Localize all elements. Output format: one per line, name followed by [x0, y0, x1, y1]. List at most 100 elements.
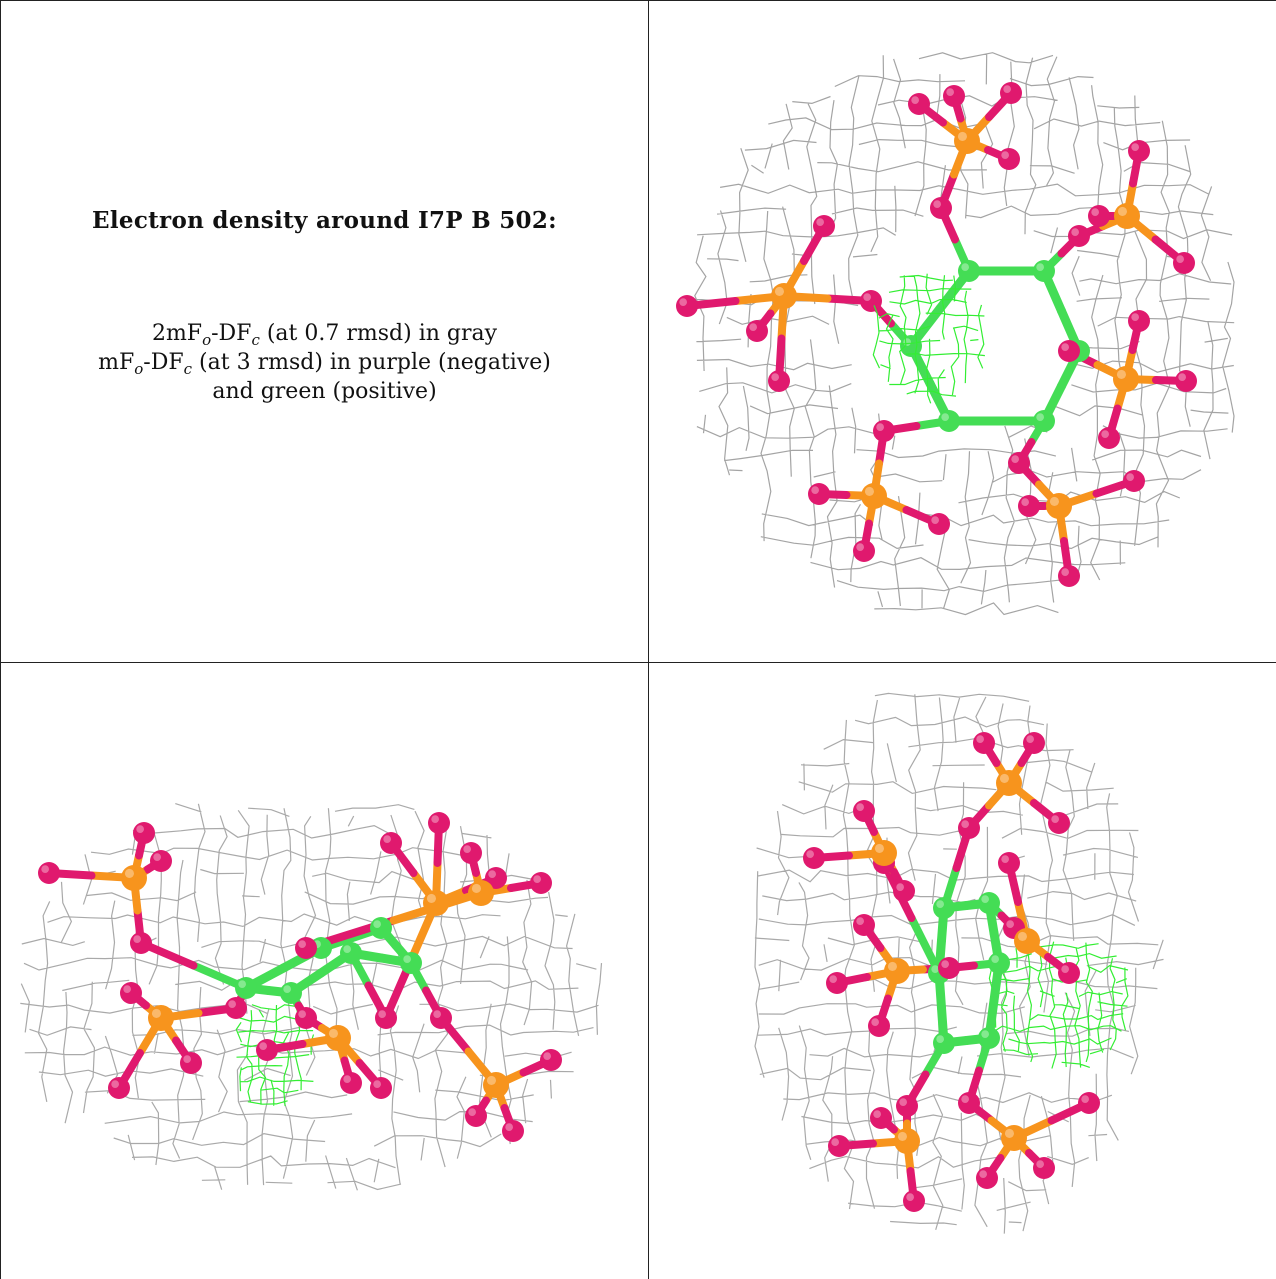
oxygen-atom: [375, 1007, 397, 1029]
carbon-atom: [400, 952, 422, 974]
carbon-atom: [280, 982, 302, 1004]
carbon-atom: [235, 977, 257, 999]
caption-title: Electron density around I7P B 502:: [92, 207, 557, 234]
carbon-atom: [938, 410, 960, 432]
oxygen-atom-highlight: [856, 543, 864, 552]
phosphorus-atom: [1113, 366, 1139, 392]
oxygen-atom: [1018, 495, 1040, 517]
carbon-atom-highlight: [343, 945, 351, 953]
oxygen-atom: [870, 1107, 892, 1129]
oxygen-atom-highlight: [1003, 85, 1011, 93]
oxygen-atom-highlight: [463, 845, 471, 853]
oxygen-atom-highlight: [136, 825, 144, 833]
oxygen-atom-highlight: [1081, 1095, 1089, 1103]
oxygen-atom-highlight: [933, 200, 941, 208]
carbon-atom: [978, 892, 1000, 914]
oxygen-atom-highlight: [1176, 255, 1184, 263]
phosphorus-atom: [954, 128, 980, 154]
oxygen-atom-highlight: [946, 88, 954, 96]
phosphorus-atom: [423, 890, 449, 916]
phosphorus-atom-highlight: [124, 868, 134, 878]
carbon-atom: [1033, 260, 1055, 282]
phosphorus-atom: [121, 865, 147, 891]
oxygen-atom: [813, 215, 835, 237]
oxygen-atom: [896, 1095, 918, 1117]
carbon-atom: [370, 917, 392, 939]
oxygen-atom-highlight: [873, 1110, 881, 1118]
oxygen-atom-highlight: [811, 486, 819, 494]
oxygen-atom-highlight: [1131, 313, 1139, 321]
phosphorus-atom-highlight: [1116, 369, 1126, 380]
oxygen-atom: [295, 937, 317, 959]
phosphorus-atom-highlight: [887, 961, 897, 971]
carbon-atom-highlight: [283, 985, 291, 993]
oxygen-atom-highlight: [1091, 208, 1099, 216]
oxygen-atom: [430, 1007, 452, 1029]
oxygen-atom-highlight: [976, 735, 984, 743]
oxygen-atom-highlight: [1101, 430, 1109, 438]
oxygen-atom: [938, 957, 960, 979]
oxygen-atom-highlight: [1036, 1160, 1044, 1168]
oxygen-atom-highlight: [183, 1055, 191, 1063]
carbon-atom: [958, 260, 980, 282]
phosphorus-atom-highlight: [999, 773, 1009, 783]
oxygen-atom: [225, 997, 247, 1019]
oxygen-atom-highlight: [433, 1010, 441, 1018]
border-middle-horizontal: [0, 662, 1276, 663]
oxygen-atom: [1023, 732, 1045, 754]
oxygen-atom: [1078, 1092, 1100, 1114]
oxygen-atom-highlight: [899, 1098, 907, 1106]
phosphorus-atom: [1046, 493, 1072, 519]
oxygen-atom-highlight: [1071, 228, 1079, 236]
oxygen-atom-highlight: [373, 1080, 381, 1088]
oxygen-atom-highlight: [1126, 473, 1134, 481]
phosphorus-atom: [871, 840, 897, 866]
oxygen-atom-highlight: [1021, 498, 1029, 506]
border-middle-vertical: [648, 0, 649, 1279]
phosphorus-atom-highlight: [957, 131, 967, 141]
oxygen-atom-highlight: [1001, 151, 1009, 159]
oxygen-atom: [1088, 205, 1110, 227]
oxygen-atom: [120, 982, 142, 1004]
oxygen-atom-highlight: [679, 298, 687, 306]
oxygen-atom-highlight: [431, 815, 439, 823]
oxygen-atom: [853, 800, 875, 822]
oxygen-atom: [150, 850, 172, 872]
oxygen-atom-highlight: [896, 883, 904, 891]
oxygen-atom: [38, 862, 60, 884]
oxygen-atom-highlight: [543, 1052, 552, 1060]
oxygen-atom: [903, 1190, 925, 1212]
oxygen-atom-highlight: [961, 1095, 969, 1103]
caption-line-3: and green (positive): [212, 379, 437, 404]
oxygen-atom-highlight: [876, 423, 884, 431]
phosphorus-atom: [1001, 1125, 1027, 1151]
oxygen-atom-highlight: [911, 96, 919, 104]
oxygen-atom: [973, 732, 995, 754]
oxygen-atom: [676, 295, 698, 317]
oxygen-atom: [746, 320, 768, 342]
oxygen-atom: [180, 1052, 202, 1074]
oxygen-atom: [828, 1135, 850, 1157]
phosphorus-atom: [325, 1025, 351, 1051]
oxygen-atom-highlight: [1061, 343, 1069, 351]
oxygen-atom-highlight: [856, 917, 864, 925]
oxygen-atom-highlight: [1178, 373, 1186, 381]
phosphorus-atom: [483, 1072, 509, 1098]
oxygen-atom: [998, 148, 1020, 170]
caption-line-2: mFo-DFc (at 3 rmsd) in purple (negative): [98, 350, 551, 378]
phosphorus-atom: [1114, 203, 1140, 229]
oxygen-atom-highlight: [816, 218, 824, 226]
carbon-atom-highlight: [941, 413, 949, 421]
carbon-atom-highlight: [961, 263, 969, 271]
molecule-render-front: [754, 692, 1164, 1234]
oxygen-atom: [1058, 962, 1080, 984]
caption-line-1: 2mFo-DFc (at 0.7 rmsd) in gray: [151, 321, 498, 349]
oxygen-atom: [256, 1039, 278, 1061]
carbon-atom-highlight: [931, 965, 939, 973]
oxygen-atom-highlight: [749, 323, 757, 331]
carbon-atom: [988, 952, 1010, 974]
border-left: [0, 0, 1, 1279]
oxygen-atom-highlight: [123, 985, 131, 993]
oxygen-atom: [893, 880, 915, 902]
oxygen-atom-highlight: [979, 1170, 987, 1178]
